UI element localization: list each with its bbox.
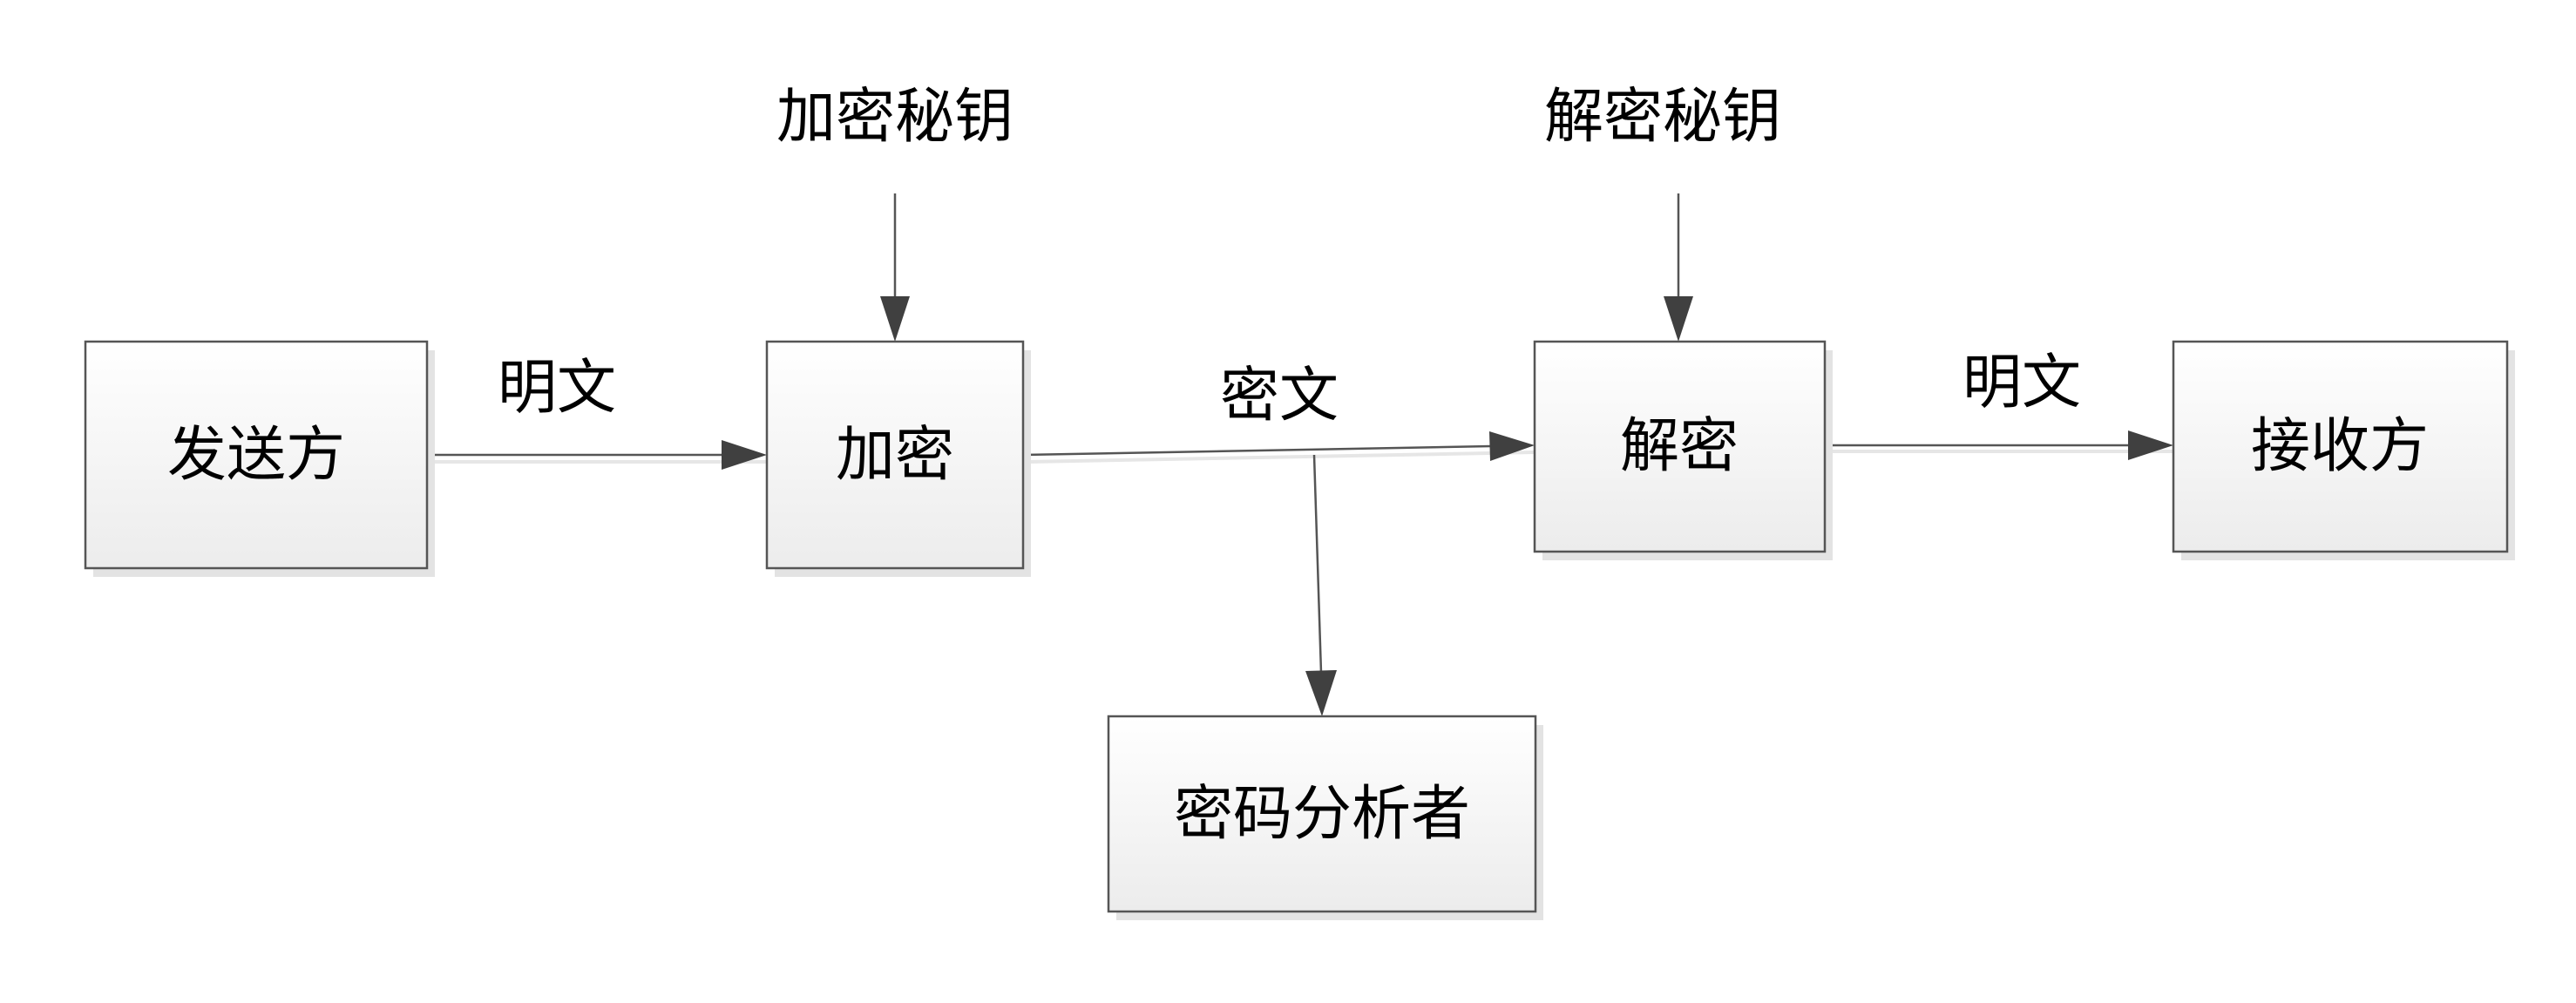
node-encrypt: 加密 bbox=[765, 340, 1031, 577]
arrow-encryption-key bbox=[880, 193, 910, 342]
node-decrypt: 解密 bbox=[1533, 340, 1833, 560]
node-decrypt-label: 解密 bbox=[1620, 412, 1739, 481]
arrow-to-cryptanalyst bbox=[1305, 454, 1337, 716]
ciphertext-label: 密文 bbox=[1220, 362, 1339, 430]
arrow-decrypt-to-receiver bbox=[1825, 430, 2173, 460]
decryption-key-label: 解密秘钥 bbox=[1544, 83, 1781, 152]
node-receiver: 接收方 bbox=[2172, 340, 2515, 560]
node-receiver-label: 接收方 bbox=[2251, 412, 2429, 481]
node-sender-label: 发送方 bbox=[167, 421, 345, 490]
plaintext-in-label: 明文 bbox=[498, 354, 616, 423]
arrow-decryption-key bbox=[1664, 193, 1693, 342]
encryption-key-label: 加密秘钥 bbox=[776, 83, 1013, 152]
arrow-sender-to-encrypt bbox=[427, 440, 767, 470]
node-cryptanalyst: 密码分析者 bbox=[1107, 715, 1543, 920]
node-sender: 发送方 bbox=[84, 340, 435, 577]
plaintext-out-label: 明文 bbox=[1963, 349, 2081, 417]
node-encrypt-label: 加密 bbox=[836, 421, 954, 490]
arrow-encrypt-to-decrypt bbox=[1022, 431, 1535, 461]
node-cryptanalyst-label: 密码分析者 bbox=[1174, 780, 1470, 849]
